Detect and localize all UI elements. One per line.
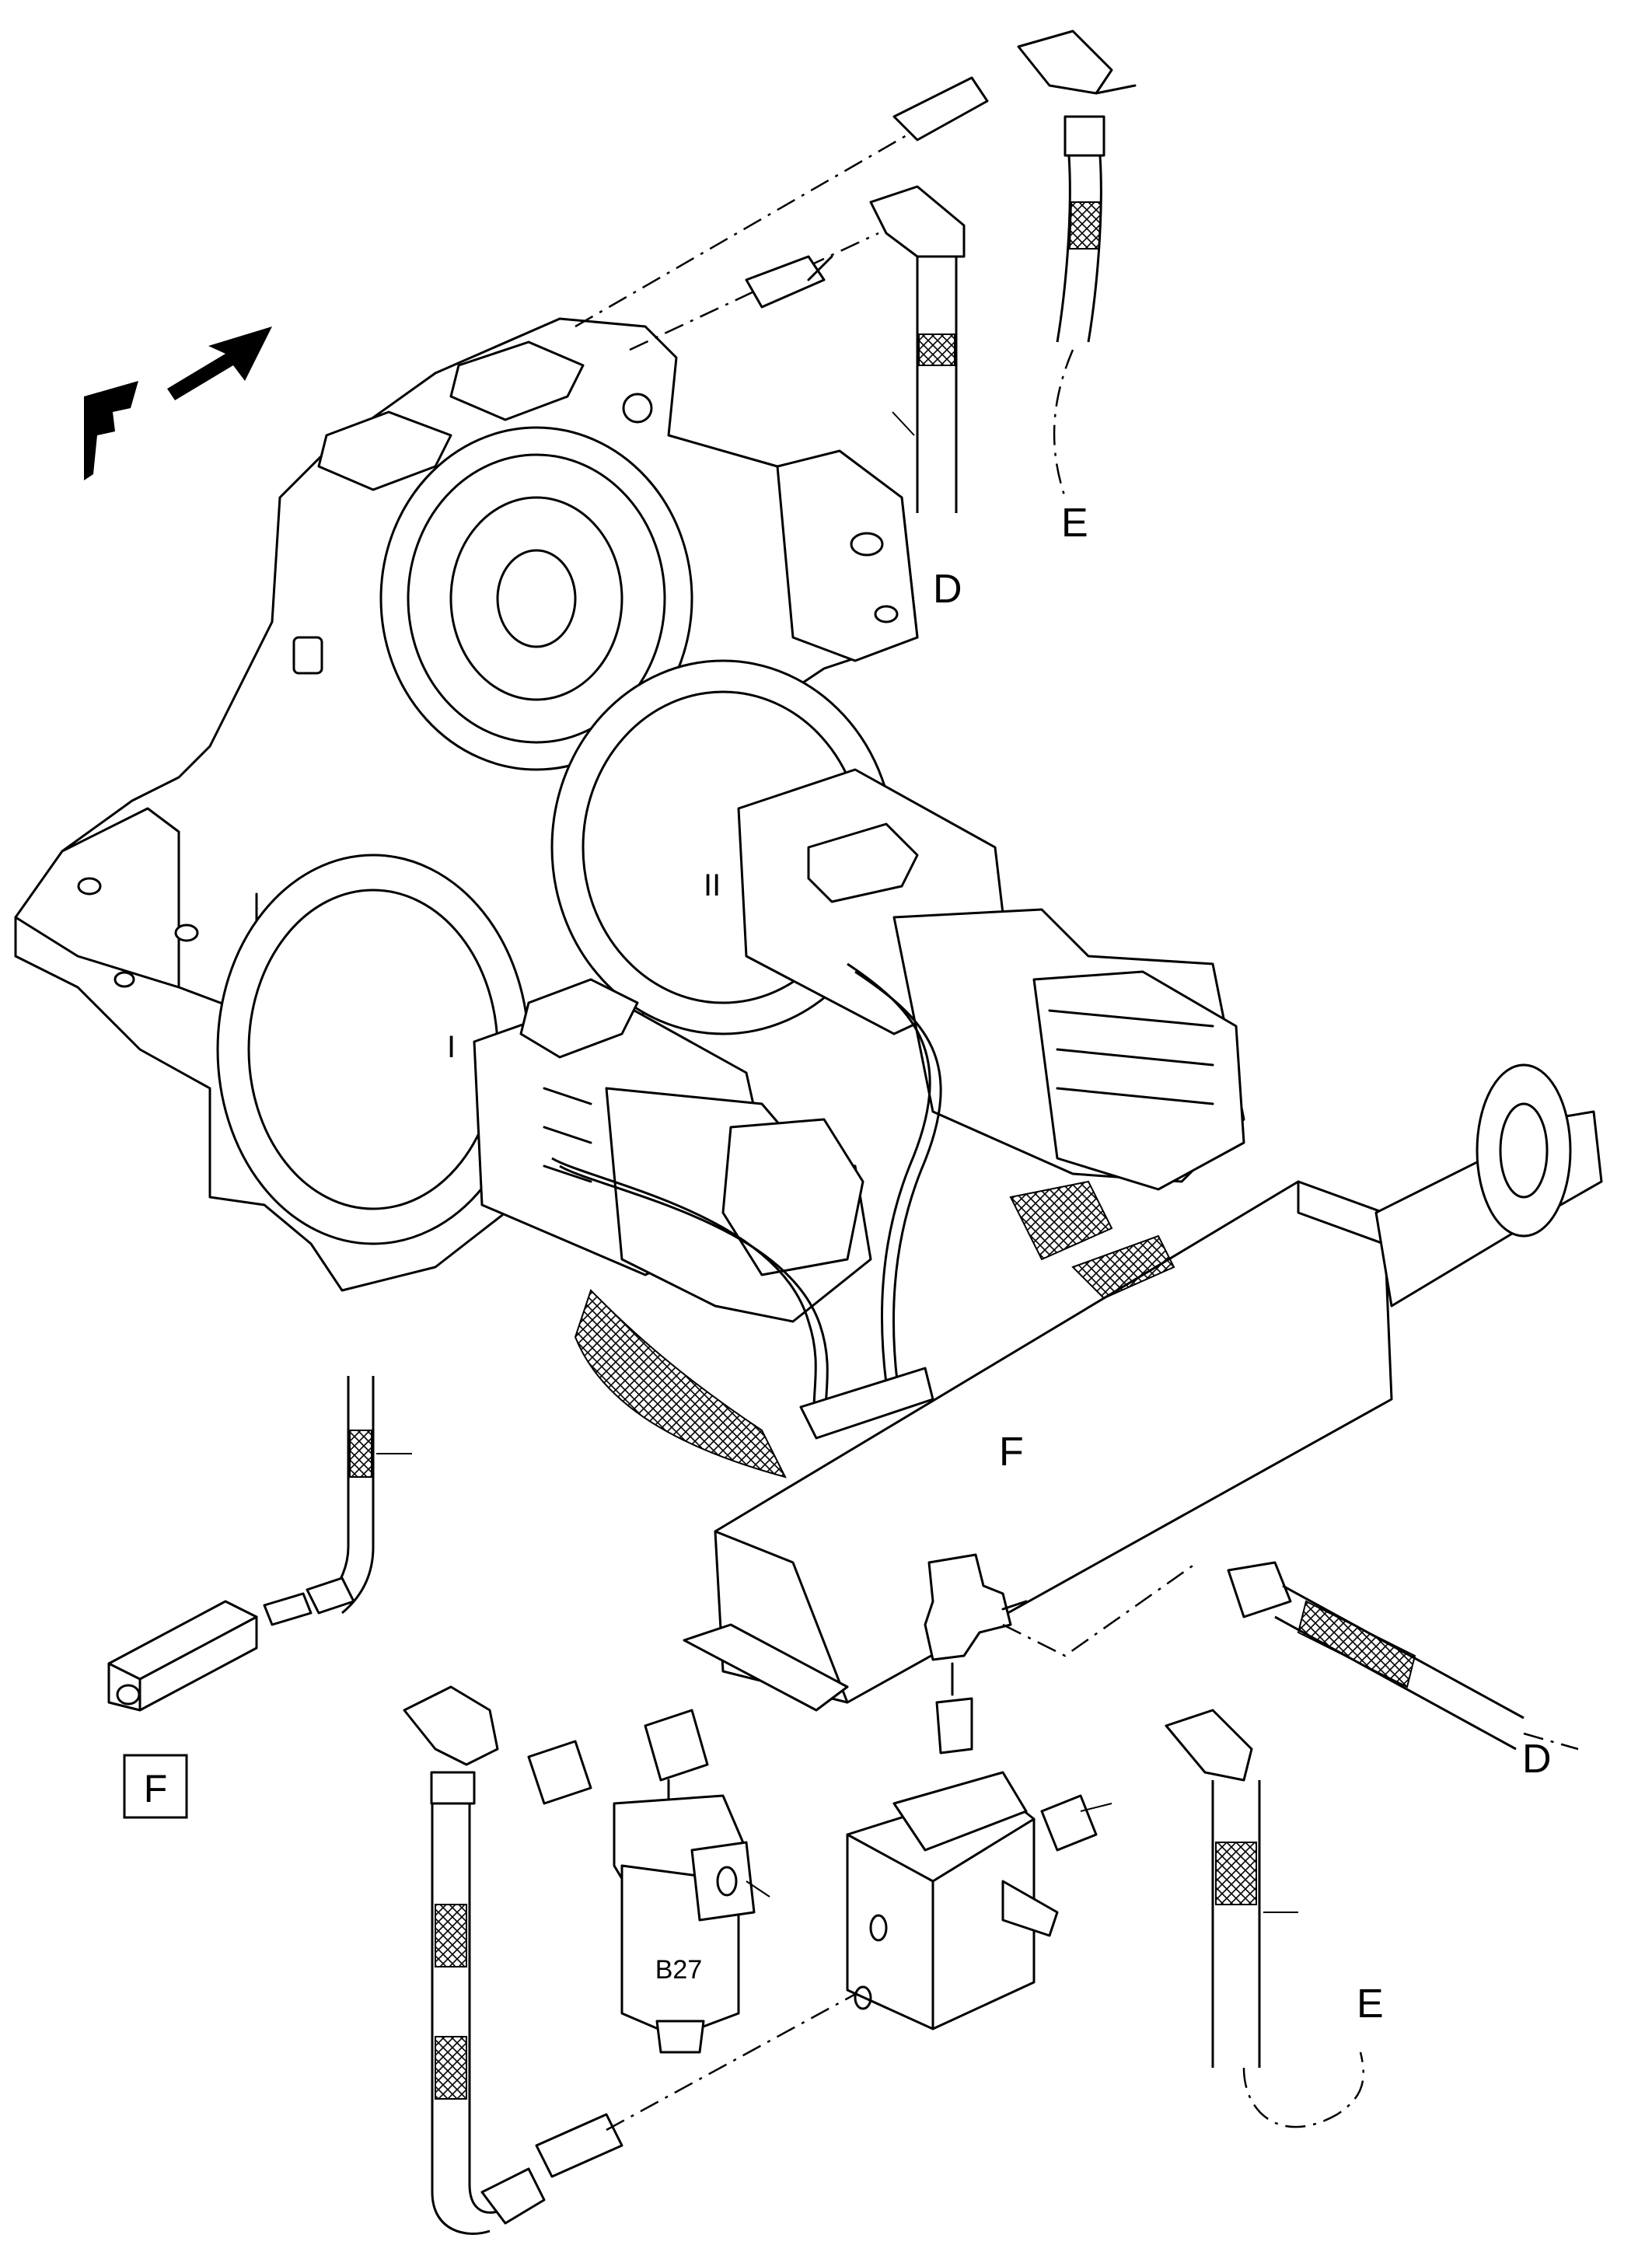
test-block-assembly <box>107 1376 412 1712</box>
filter-b27 <box>613 1709 770 2054</box>
hydraulic-pump-i <box>473 978 872 1323</box>
tee-fitting-assembly <box>924 1553 1579 1754</box>
detail-box-label: F <box>144 1767 168 1810</box>
hose-label-d-bottom: D <box>1522 1737 1552 1782</box>
hose-label-e-bottom: E <box>1357 1981 1384 2027</box>
detail-box-frame <box>123 1754 188 1819</box>
lower-right-hose-assembly-e <box>1165 1709 1364 2128</box>
top-hose-assembly-d <box>629 185 966 513</box>
gearbox-housing <box>14 317 919 1292</box>
direction-f-glyph <box>84 381 138 480</box>
forward-direction-indicator <box>84 326 272 480</box>
hose-label-d-top: D <box>933 567 962 612</box>
detail-box: F <box>123 1754 188 1819</box>
pump-ii-label: II <box>704 868 721 903</box>
pump-hoses <box>551 962 1175 1479</box>
direction-letter: F <box>0 0 1 1</box>
direction-arrow-icon <box>167 326 272 400</box>
pump-i-label: I <box>447 1030 456 1064</box>
top-hose-assembly-e <box>575 30 1137 498</box>
valve-block <box>846 1771 1112 2030</box>
hydraulic-pump-ii <box>737 768 1245 1191</box>
lower-left-hose-assembly <box>403 1685 864 2235</box>
detail-callout-label: F <box>999 1430 1024 1475</box>
exhaust-tank <box>683 1063 1603 1712</box>
hose-label-e-top: E <box>1061 501 1088 546</box>
filter-b27-label: B27 <box>655 1955 703 1985</box>
